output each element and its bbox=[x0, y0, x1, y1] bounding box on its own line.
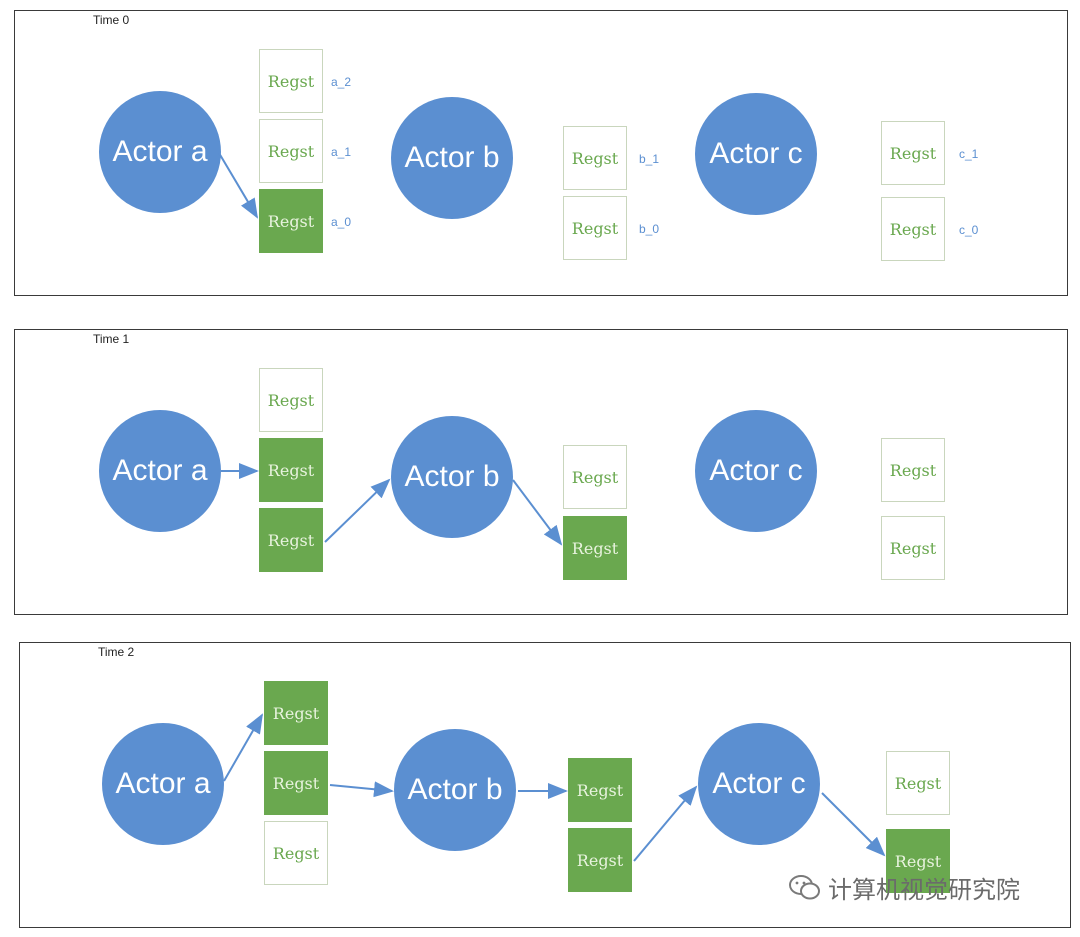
regst-id-label: a_2 bbox=[331, 75, 352, 89]
regst-c0: Regst bbox=[886, 829, 950, 893]
regst-b1: Regst bbox=[568, 758, 632, 822]
regst-c1: Regst bbox=[881, 438, 945, 502]
regst-b0: Regst bbox=[563, 516, 627, 580]
regst-b1: Regst bbox=[563, 126, 627, 190]
arrow bbox=[218, 152, 259, 219]
wechat-icon bbox=[789, 874, 820, 899]
regst-c0: Regst bbox=[881, 516, 945, 580]
watermark: 计算机视觉研究院 bbox=[788, 870, 1020, 905]
regst-id-label: a_0 bbox=[331, 215, 352, 229]
actor-c: Actor c bbox=[698, 723, 820, 845]
arrow bbox=[223, 713, 263, 782]
actor-a: Actor a bbox=[99, 91, 221, 213]
panel-title: Time 0 bbox=[93, 13, 130, 27]
panel-time-2: Time 2 Actor a Actor b Actor c Regst Reg… bbox=[19, 642, 1071, 928]
regst-id-label: c_1 bbox=[959, 147, 979, 161]
actor-c: Actor c bbox=[695, 410, 817, 532]
regst-id-label: b_0 bbox=[639, 222, 660, 236]
panel-time-0: Time 0 Actor a Actor b Actor c Regst Reg… bbox=[14, 10, 1068, 296]
watermark-text: 计算机视觉研究院 bbox=[828, 876, 1020, 904]
regst-c1: Regst bbox=[881, 121, 945, 185]
regst-a0: Regst bbox=[259, 508, 323, 572]
arrow bbox=[329, 781, 394, 798]
regst-a2: Regst bbox=[259, 368, 323, 432]
arrows-layer bbox=[221, 463, 563, 546]
regst-id-label: c_0 bbox=[959, 223, 979, 237]
regst-a1: Regst bbox=[264, 751, 328, 815]
regst-id-label: b_1 bbox=[639, 152, 660, 166]
regst-c0: Regst bbox=[881, 197, 945, 261]
regst-a1: Regst bbox=[259, 438, 323, 502]
actor-b: Actor b bbox=[394, 729, 516, 851]
regst-a1: Regst bbox=[259, 119, 323, 183]
regst-b0: Regst bbox=[568, 828, 632, 892]
regst-a2: Regst bbox=[264, 681, 328, 745]
panel-time-1: Time 1 Actor a Actor b Actor c Regst Reg… bbox=[14, 329, 1068, 615]
arrow bbox=[821, 792, 886, 857]
panel-title: Time 2 bbox=[98, 645, 135, 659]
regst-a0: Regst bbox=[259, 189, 323, 253]
actor-c: Actor c bbox=[695, 93, 817, 215]
panel-title: Time 1 bbox=[93, 332, 130, 346]
arrow bbox=[512, 479, 563, 546]
regst-a0: Regst bbox=[264, 821, 328, 885]
arrows-layer bbox=[223, 713, 886, 862]
actor-b: Actor b bbox=[391, 416, 513, 538]
regst-id-label: a_1 bbox=[331, 145, 352, 159]
actor-a: Actor a bbox=[102, 723, 224, 845]
arrow bbox=[633, 785, 698, 862]
actor-b: Actor b bbox=[391, 97, 513, 219]
arrow bbox=[324, 478, 391, 543]
regst-b0: Regst bbox=[563, 196, 627, 260]
regst-c1: Regst bbox=[886, 751, 950, 815]
actor-a: Actor a bbox=[99, 410, 221, 532]
regst-b1: Regst bbox=[563, 445, 627, 509]
regst-a2: Regst bbox=[259, 49, 323, 113]
arrows-layer bbox=[218, 152, 259, 219]
